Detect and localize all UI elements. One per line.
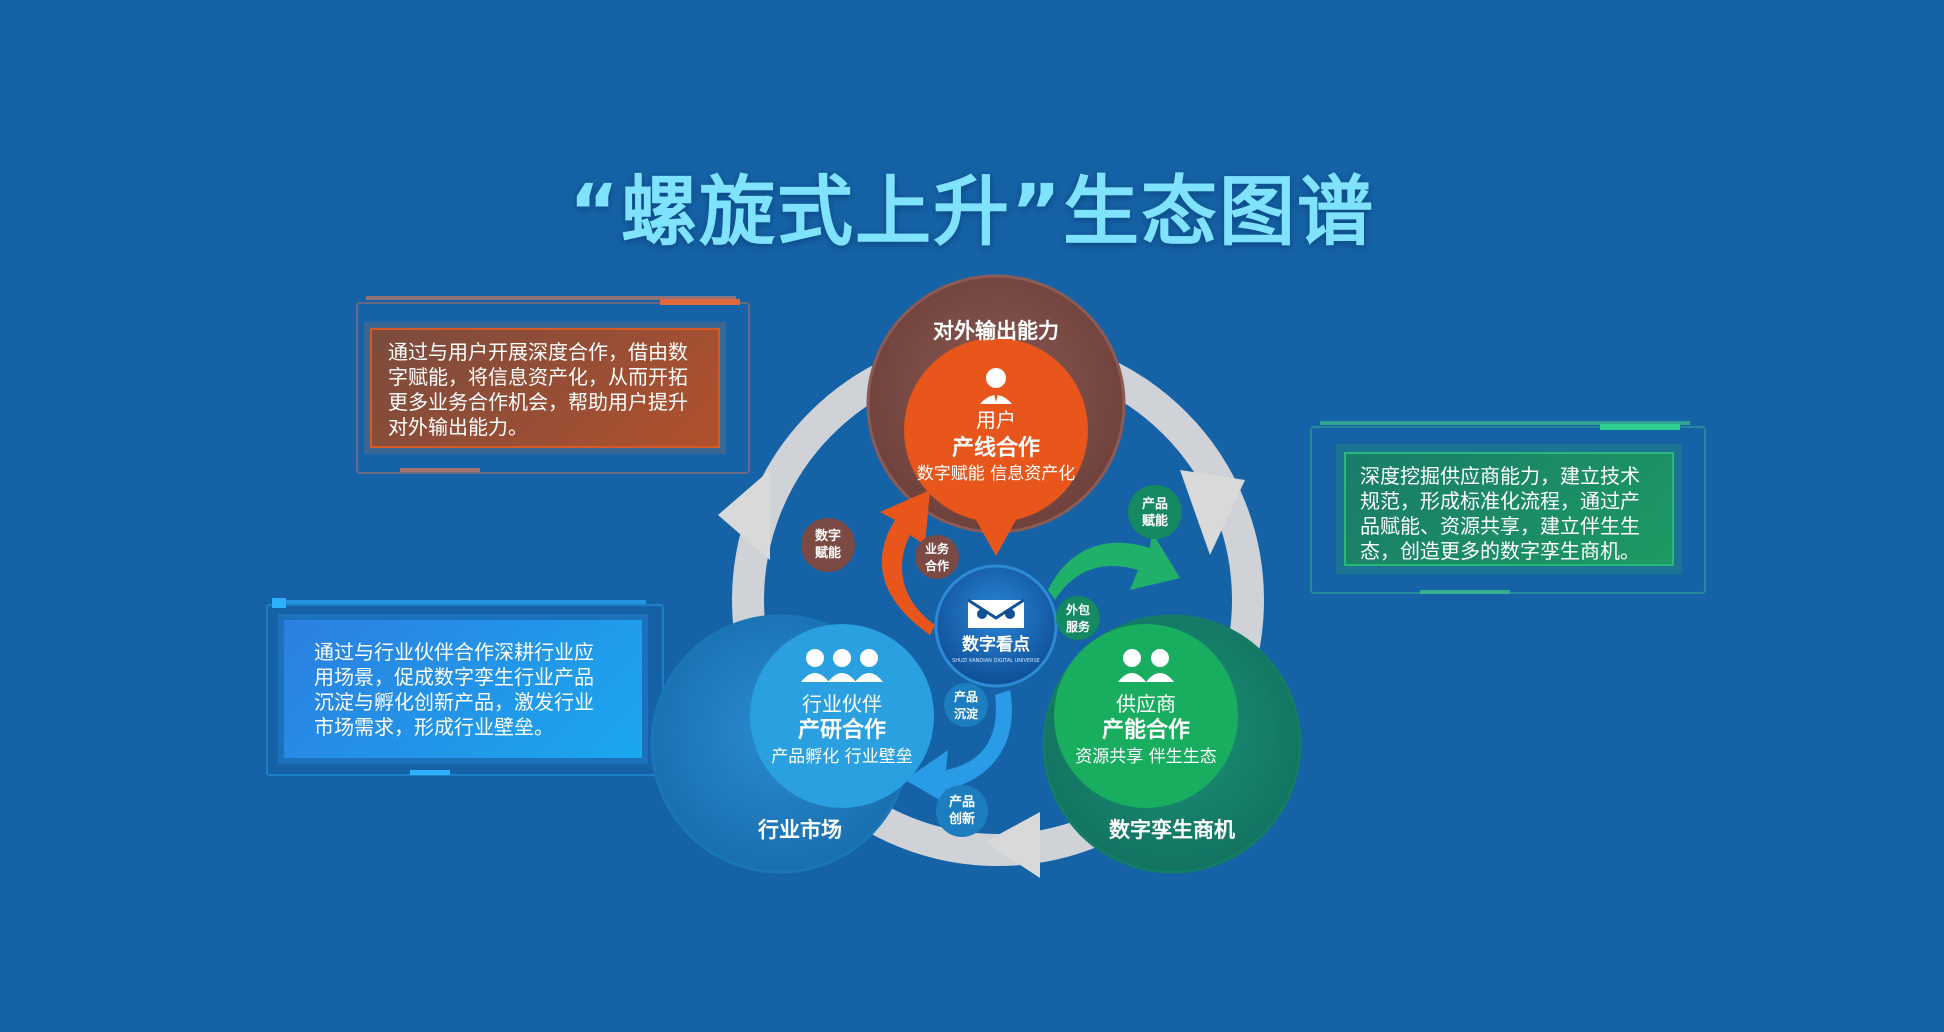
info-box-partner: 通过与行业伙伴合作深耕行业应用场景，促成数字孪生行业产品沉淀与孵化创新产品，激发… — [284, 620, 642, 758]
bubble-outsourcing: 外包 服务 — [1065, 603, 1090, 634]
label-supplier-sub: 资源共享 伴生生态 — [1075, 747, 1217, 767]
label-user-role: 用户 — [976, 408, 1016, 432]
label-partner-role: 行业伙伴 — [802, 692, 882, 716]
label-supplier-role: 供应商 — [1116, 692, 1176, 716]
bubble-product-empower: 产品 赋能 — [1141, 497, 1168, 529]
info-box-user-text: 通过与用户开展深度合作，借由数字赋能，将信息资产化，从而开拓更多业务合作机会，帮… — [388, 340, 688, 439]
info-box-user: 通过与用户开展深度合作，借由数字赋能，将信息资产化，从而开拓更多业务合作机会，帮… — [370, 328, 720, 448]
ring-arrow-bottom — [985, 812, 1040, 878]
owl-logo-icon: 数字看点 SHUZI KANDIAN DIGITAL UNIVERSE — [934, 564, 1058, 688]
label-production-line-coop: 产线合作 — [951, 436, 1040, 461]
bubble-product-innovation: 产品 创新 — [948, 795, 975, 827]
label-partner-sub: 产品孵化 行业壁垒 — [771, 747, 913, 767]
page-title: “螺旋式上升”生态图谱 — [569, 167, 1375, 256]
info-box-supplier-text: 深度挖掘供应商能力，建立技术规范，形成标准化流程，通过产品赋能、资源共享，建立伴… — [1360, 464, 1640, 563]
label-rd-coop: 产研合作 — [797, 718, 886, 743]
bubble-business-coop: 业务 合作 — [924, 542, 949, 573]
ring-arrow-right — [1180, 470, 1245, 555]
info-box-partner-text: 通过与行业伙伴合作深耕行业应用场景，促成数字孪生行业产品沉淀与孵化创新产品，激发… — [314, 640, 594, 739]
logo-subtext: SHUZI KANDIAN DIGITAL UNIVERSE — [952, 658, 1040, 664]
label-external-output: 对外输出能力 — [933, 319, 1059, 343]
logo-text: 数字看点 — [962, 634, 1030, 655]
two-people-icon — [1118, 649, 1174, 682]
label-digital-twin-opportunity: 数字孪生商机 — [1109, 818, 1235, 842]
bubble-digital-empower: 数字 赋能 — [814, 529, 841, 561]
single-person-icon — [980, 368, 1012, 404]
label-capacity-coop: 产能合作 — [1101, 718, 1190, 743]
info-box-supplier: 深度挖掘供应商能力，建立技术规范，形成标准化流程，通过产品赋能、资源共享，建立伴… — [1344, 452, 1674, 566]
ring-arrow-left — [718, 470, 770, 560]
swirl-arrow-green — [1048, 532, 1180, 600]
label-industry-market: 行业市场 — [758, 818, 842, 842]
label-user-sub: 数字赋能 信息资产化 — [916, 464, 1076, 484]
bubble-product-accumulate: 产品 沉淀 — [953, 690, 978, 721]
three-people-icon — [801, 649, 883, 682]
bubble-shapes — [801, 485, 1182, 837]
